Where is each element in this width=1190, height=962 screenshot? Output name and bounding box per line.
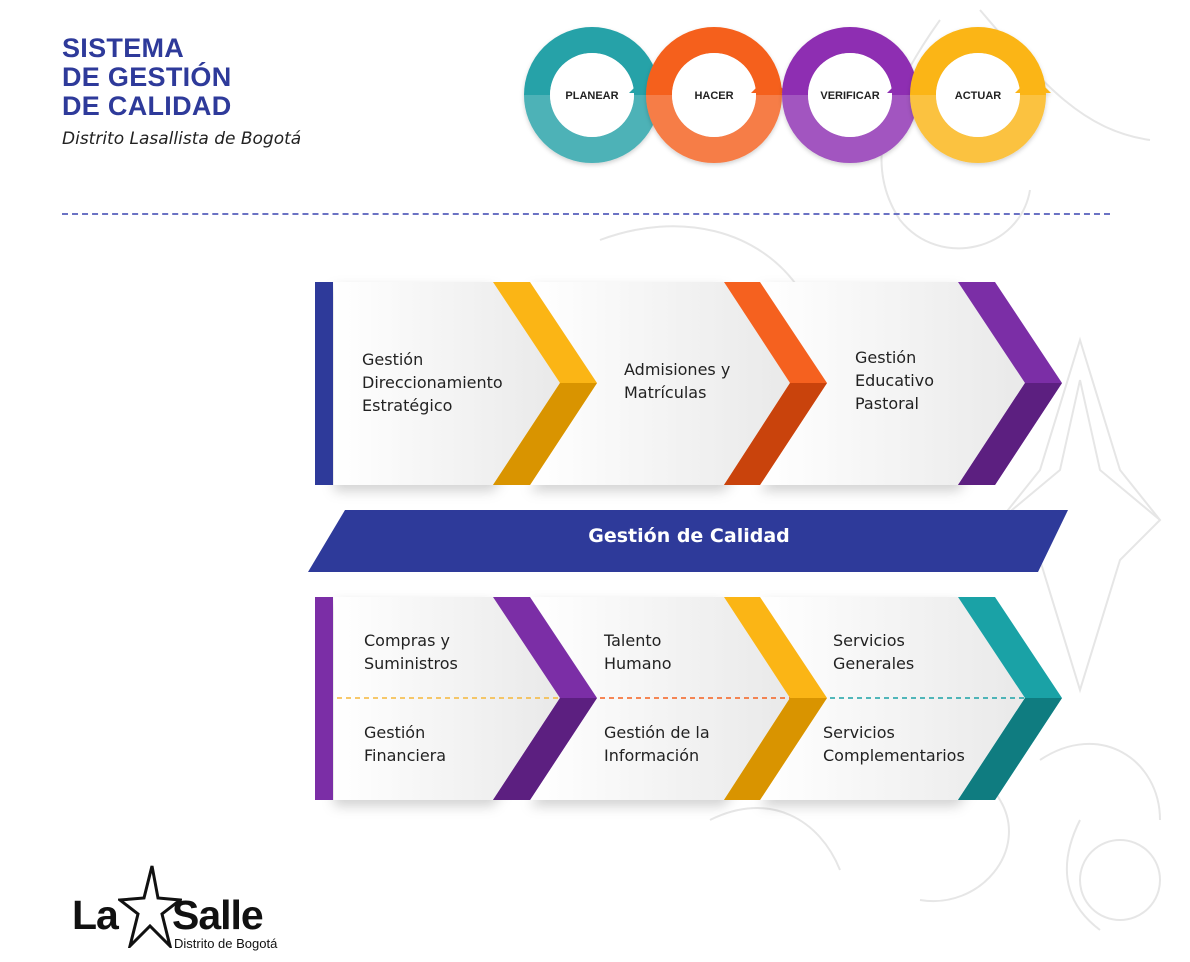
top-box-1-line-1: Gestión <box>362 350 424 369</box>
bottom-box-3-top-text: Servicios Generales <box>833 629 914 675</box>
star-icon <box>118 865 182 948</box>
top-chevron-yellow-shade <box>493 383 597 485</box>
top-panel-2 <box>530 282 790 485</box>
top-box-1-line-3: Estratégico <box>362 396 453 415</box>
pdca-label: PLANEAR <box>565 90 618 102</box>
bottom-box-3-top-line-1: Servicios <box>833 631 905 650</box>
pdca-ring-hacer: HACER <box>646 27 787 163</box>
bottom-chevron-purple-shade <box>493 698 597 800</box>
pdca-cycle: PLANEAR HACER VERIFICAR ACTUAR <box>524 27 1051 163</box>
lasalle-logo: La Salle Distrito de Bogotá <box>60 862 320 952</box>
pdca-ring-actuar: ACTUAR <box>910 27 1051 163</box>
bottom-box-2-top-text: Talento Humano <box>604 629 672 675</box>
pdca-arrow-icon <box>1015 75 1051 93</box>
logo-brand-right: Salle <box>172 892 264 938</box>
top-box-2-line-2: Matrículas <box>624 383 707 402</box>
pdca-label: ACTUAR <box>955 90 1001 102</box>
bottom-box-3-top-line-2: Generales <box>833 654 915 673</box>
bottom-box-1-bottom-line-1: Gestión <box>364 723 426 742</box>
bottom-box-2-top-line-2: Humano <box>604 654 672 673</box>
pdca-arrow-icon <box>751 75 787 93</box>
bottom-box-2-bottom-line-1: Gestión de la <box>604 723 710 742</box>
title-block: SISTEMA DE GESTIÓN DE CALIDAD Distrito L… <box>62 33 302 150</box>
top-box-1-line-2: Direccionamiento <box>362 373 503 392</box>
bottom-chevron-yellow-shade <box>724 698 827 800</box>
top-box-3-text: Gestión Educativo Pastoral <box>855 346 934 415</box>
title-line-2: DE GESTIÓN <box>62 62 232 92</box>
bottom-box-3-bottom-line-1: Servicios <box>823 723 895 742</box>
title-line-3: DE CALIDAD <box>62 91 232 121</box>
bottom-box-1-bottom-line-2: Financiera <box>364 746 447 765</box>
title-line-1: SISTEMA <box>62 33 185 63</box>
calidad-banner-label: Gestión de Calidad <box>588 525 790 547</box>
top-panel-3 <box>760 282 1025 485</box>
top-box-1-text: Gestión Direccionamiento Estratégico <box>362 348 503 417</box>
pdca-label: HACER <box>694 90 733 102</box>
pdca-label: VERIFICAR <box>820 90 879 102</box>
bottom-box-2-bottom-line-2: Información <box>604 746 700 765</box>
bottom-panel-3 <box>760 597 1025 800</box>
top-box-3-line-1: Gestión <box>855 348 917 367</box>
bottom-chevron-teal-shade <box>958 698 1062 800</box>
bottom-box-2-top-line-1: Talento <box>604 631 662 650</box>
background-ornament <box>599 9 1162 931</box>
bottom-box-1-top-text: Compras y Suministros <box>364 629 458 675</box>
pdca-ring-verificar: VERIFICAR <box>782 27 923 163</box>
subtitle: Distrito Lasallista de Bogotá <box>62 129 302 149</box>
bottom-box-3-bottom-text: Servicios Complementarios <box>823 721 965 767</box>
bottom-box-1-top-line-2: Suministros <box>364 654 458 673</box>
top-box-3-line-3: Pastoral <box>855 394 919 413</box>
bottom-row-accent-bar <box>315 597 333 800</box>
top-box-2-line-1: Admisiones y <box>624 360 731 379</box>
bottom-panel-2 <box>530 597 790 800</box>
bottom-box-2-bottom-text: Gestión de la Información <box>604 721 710 767</box>
top-chevron-purple-shade <box>958 383 1062 485</box>
bottom-box-1-bottom-text: Gestión Financiera <box>364 721 446 767</box>
bottom-box-3-bottom-line-2: Complementarios <box>823 746 965 765</box>
top-chevron-orange-shade <box>724 383 827 485</box>
logo-brand-left: La <box>72 892 119 938</box>
dashed-divider <box>62 213 1110 215</box>
top-box-3-line-2: Educativo <box>855 371 934 390</box>
top-row-accent-bar <box>315 282 333 485</box>
calidad-banner <box>308 510 1068 572</box>
top-panel-1 <box>334 282 560 485</box>
logo-tagline: Distrito de Bogotá <box>174 936 278 951</box>
top-box-2-text: Admisiones y Matrículas <box>624 358 730 404</box>
bottom-box-1-top-line-1: Compras y <box>364 631 450 650</box>
